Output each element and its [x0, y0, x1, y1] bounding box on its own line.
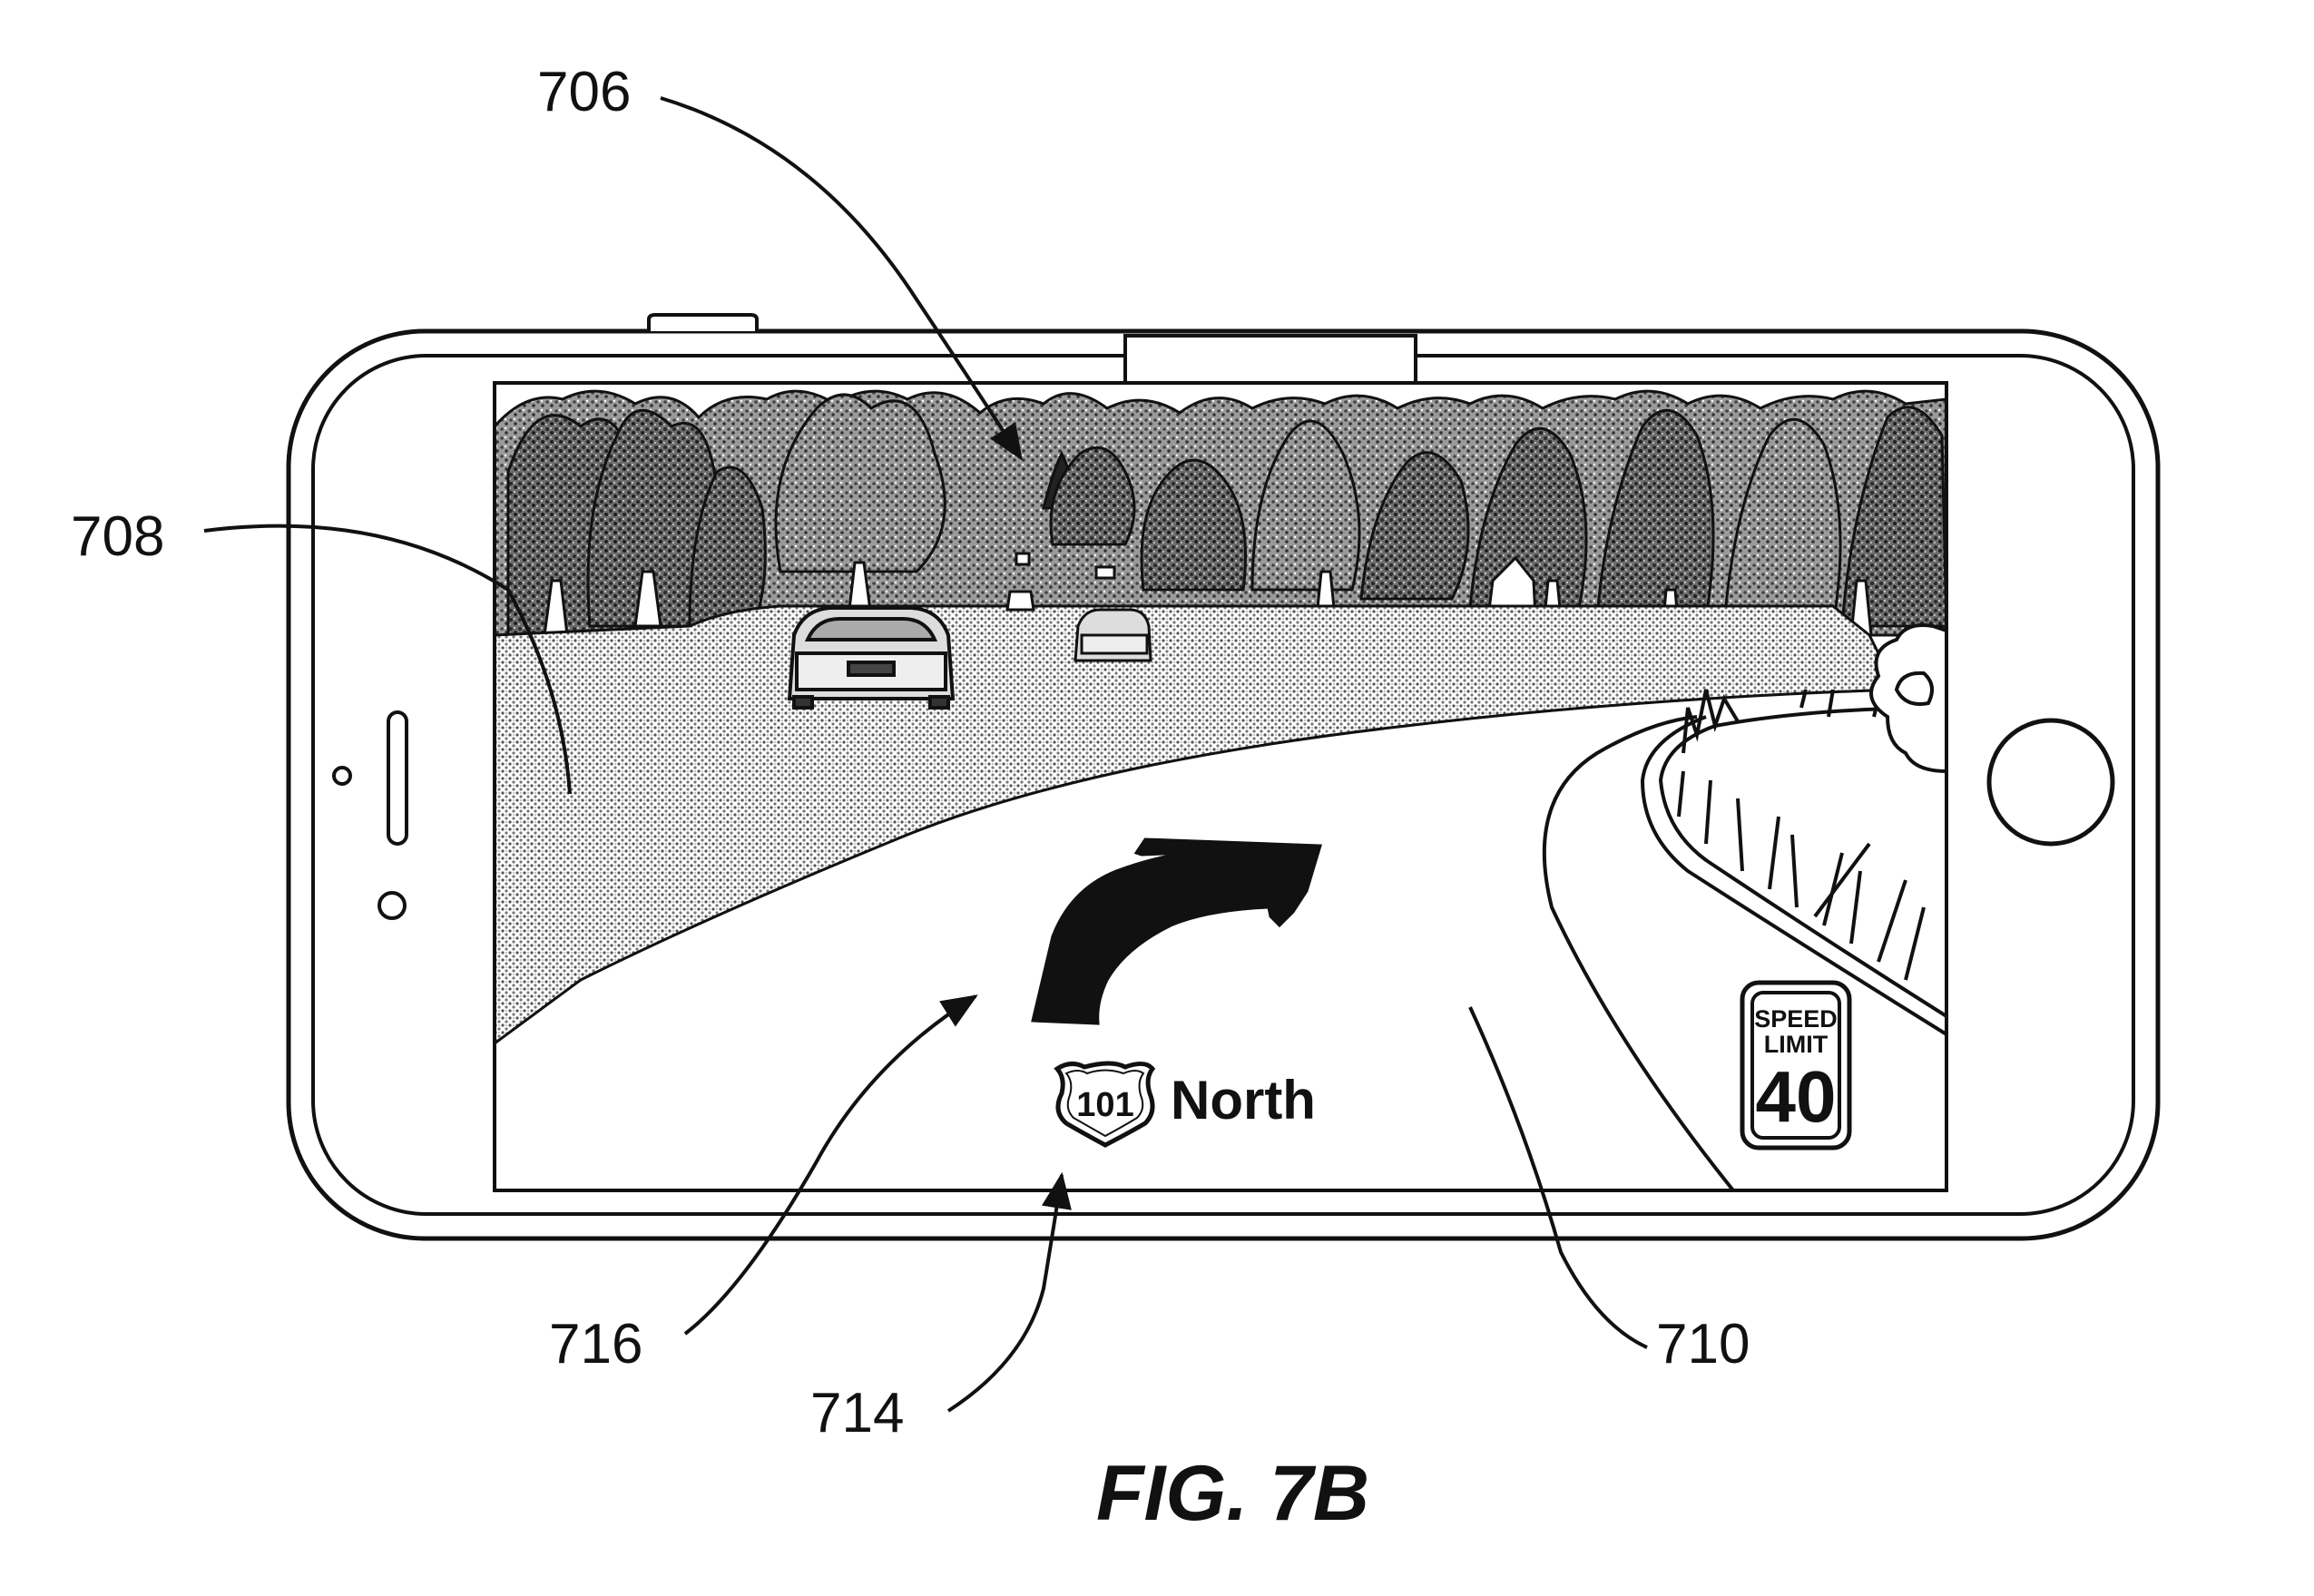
reference-numeral-706: 706: [537, 61, 631, 123]
roadside-bushes: [1869, 623, 1946, 774]
speed-limit-line1: SPEED: [1754, 1005, 1838, 1033]
route-direction-label: North: [1171, 1070, 1316, 1131]
reference-numeral-710: 710: [1656, 1313, 1750, 1376]
second-car: [1074, 608, 1152, 662]
camera-module: [1123, 334, 1417, 385]
home-button-icon[interactable]: [1986, 718, 2115, 847]
distant-cars: [1005, 552, 1116, 612]
sensor-dot: [332, 766, 352, 786]
us-highway-shield-icon: 101: [1054, 1061, 1156, 1148]
curved-right-turn-arrow-icon: [1031, 837, 1322, 1025]
road-surface-710: [495, 690, 1946, 1190]
reference-numeral-708: 708: [71, 505, 164, 568]
figure-caption: FIG. 7B: [1096, 1450, 1369, 1537]
speed-limit-sign: SPEED LIMIT 40: [1740, 980, 1852, 1150]
power-button[interactable]: [647, 313, 759, 331]
screen-display: 101 North SPEED LIMIT 40: [495, 383, 1946, 1190]
reference-numeral-716: 716: [549, 1313, 642, 1376]
lead-car: [787, 606, 956, 710]
reference-numeral-714: 714: [810, 1382, 904, 1444]
speaker-slot: [387, 710, 408, 846]
speed-limit-line2: LIMIT: [1764, 1031, 1829, 1058]
leader-lines: [203, 96, 1648, 1413]
screen-frame: [493, 381, 1948, 1192]
route-shield-number: 101: [1076, 1086, 1133, 1124]
grass-embankment: [1677, 689, 1926, 981]
forest-background: [495, 389, 1946, 655]
speed-limit-value: 40: [1756, 1056, 1837, 1137]
front-camera: [377, 891, 407, 920]
